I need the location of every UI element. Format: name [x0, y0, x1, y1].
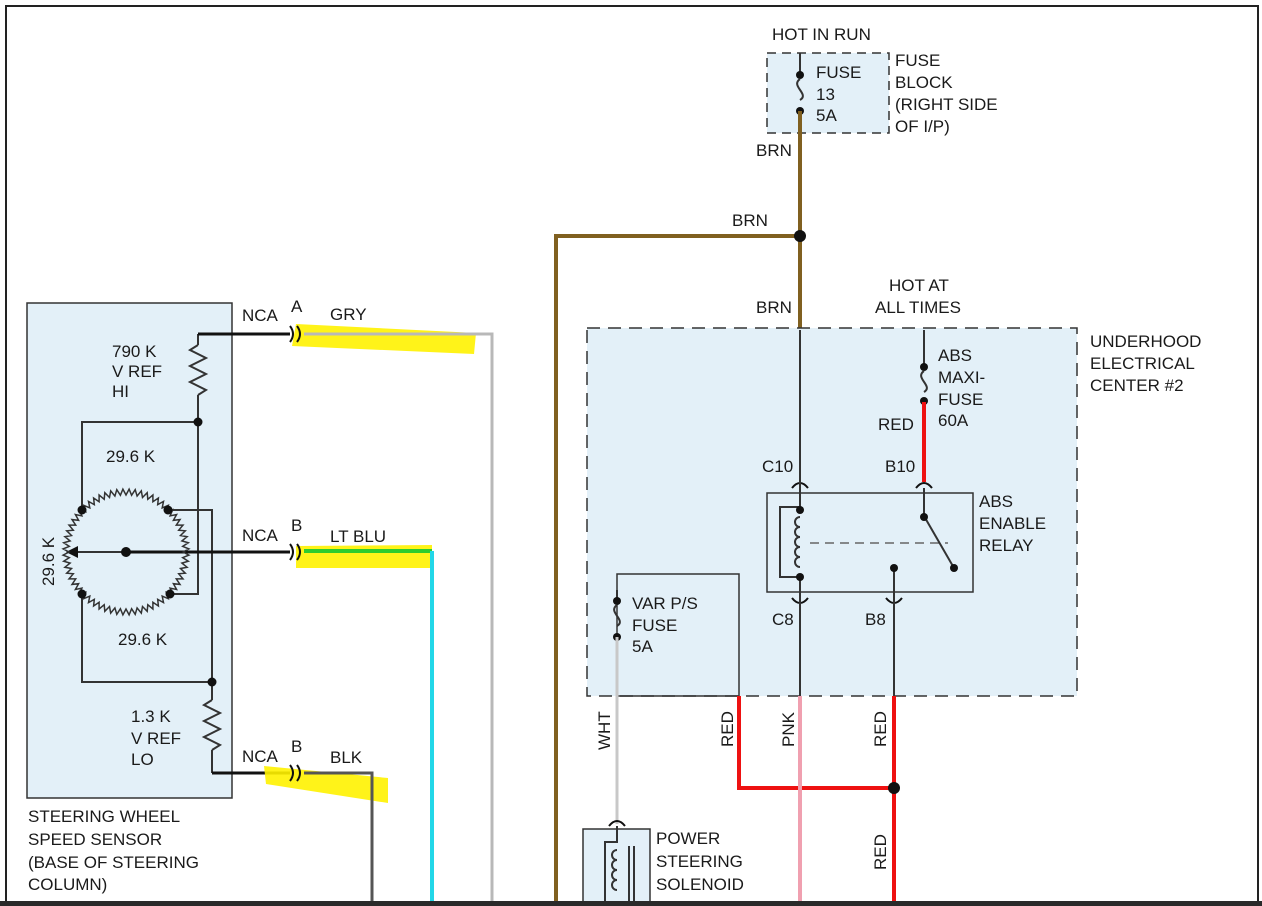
- connector-a: [289, 325, 301, 343]
- brn-splice: [794, 230, 806, 242]
- hot-at-all-times-1: HOT AT: [889, 276, 949, 295]
- pin-b-label: B: [291, 516, 302, 535]
- brn-label-2: BRN: [732, 211, 768, 230]
- hot-in-run-label: HOT IN RUN: [772, 25, 871, 44]
- gear-node-ll: [77, 589, 87, 599]
- underhood-label-1: UNDERHOOD: [1090, 332, 1201, 351]
- sensor-label-1: STEERING WHEEL: [28, 807, 180, 826]
- sensor-center-dot: [121, 547, 131, 557]
- pin-b2-label: B: [291, 737, 302, 756]
- switch-node-contact: [950, 564, 958, 572]
- wht-label: WHT: [595, 711, 614, 750]
- maxi-label-1: ABS: [938, 346, 972, 365]
- switch-node-b8: [890, 564, 898, 572]
- solenoid-terminal: [608, 820, 626, 827]
- fuse-13-text-2: 13: [816, 85, 835, 104]
- connector-b2: [289, 764, 301, 782]
- connector-b: [289, 543, 301, 561]
- r-lo-label-3: LO: [131, 750, 154, 769]
- fuse-block-label-1: FUSE: [895, 51, 940, 70]
- blk-label: BLK: [330, 748, 363, 767]
- fuse-13-text-1: FUSE: [816, 63, 861, 82]
- relay-label-1: ABS: [979, 492, 1013, 511]
- bottom-edge: [0, 901, 1262, 906]
- highlight-blk: [264, 766, 388, 803]
- highlight-lt-blu: [296, 545, 432, 568]
- var-ps-label-3: 5A: [632, 637, 653, 656]
- gear-node-lr: [165, 589, 175, 599]
- brn-wire-branch: [554, 234, 800, 906]
- gear-node-ur: [163, 505, 173, 515]
- pin-a-label: A: [291, 297, 303, 316]
- red-label-2: RED: [718, 711, 737, 747]
- maxi-label-4: 60A: [938, 411, 969, 430]
- r-hi-label-3: HI: [112, 382, 129, 401]
- red-label-1: RED: [878, 415, 914, 434]
- red-splice: [888, 782, 900, 794]
- underhood-label-2: ELECTRICAL: [1090, 354, 1195, 373]
- nca-b-label: NCA: [242, 526, 279, 545]
- fuse-block-label-3: (RIGHT SIDE: [895, 95, 998, 114]
- switch-node-top: [920, 513, 928, 521]
- b10-label: B10: [885, 457, 915, 476]
- sensor-node-top: [193, 417, 203, 427]
- hot-at-all-times-2: ALL TIMES: [875, 298, 961, 317]
- c8-label: C8: [772, 610, 794, 629]
- nca-b2-label: NCA: [242, 747, 279, 766]
- b8-label: B8: [865, 610, 886, 629]
- blk-wire: [304, 771, 374, 906]
- var-ps-label-1: VAR P/S: [632, 594, 698, 613]
- c10-label: C10: [762, 457, 793, 476]
- red-label-4: RED: [871, 834, 890, 870]
- coil-node-top: [796, 506, 804, 514]
- r-bottom-label: 29.6 K: [118, 630, 168, 649]
- nca-a-label: NCA: [242, 306, 279, 325]
- relay-label-3: RELAY: [979, 536, 1034, 555]
- sensor-node-bottom: [207, 677, 217, 687]
- sensor-label-3: (BASE OF STEERING: [28, 853, 199, 872]
- r-lo-label-2: V REF: [131, 729, 181, 748]
- r-lo-label-1: 1.3 K: [131, 707, 171, 726]
- gry-label: GRY: [330, 305, 367, 324]
- sensor-label-4: COLUMN): [28, 875, 107, 894]
- red-label-3: RED: [871, 711, 890, 747]
- solenoid-label-1: POWER: [656, 829, 720, 848]
- sensor-internal-wiring: [70, 334, 223, 773]
- brn-label-1: BRN: [756, 141, 792, 160]
- lt-blu-label: LT BLU: [330, 527, 386, 546]
- sensor-gear-resistor: [61, 487, 191, 617]
- highlight-gry: [292, 324, 476, 354]
- wiper-arrow: [66, 546, 78, 558]
- fuse-13-text-3: 5A: [816, 106, 837, 125]
- pnk-label: PNK: [779, 711, 798, 747]
- gear-node-ul: [77, 505, 87, 515]
- solenoid-coil: [604, 826, 635, 906]
- solenoid-label-2: STEERING: [656, 852, 743, 871]
- maxi-label-2: MAXI-: [938, 368, 985, 387]
- var-ps-label-2: FUSE: [632, 616, 677, 635]
- fuse-block-box: [766, 52, 890, 134]
- sensor-label-2: SPEED SENSOR: [28, 830, 162, 849]
- relay-switch: [893, 488, 955, 598]
- underhood-label-3: CENTER #2: [1090, 376, 1184, 395]
- brn-label-3: BRN: [756, 298, 792, 317]
- r-hi-label-2: V REF: [112, 362, 162, 381]
- r-left-label: 29.6 K: [39, 536, 58, 586]
- solenoid-label-3: SOLENOID: [656, 875, 744, 894]
- relay-label-2: ENABLE: [979, 514, 1046, 533]
- coil-node-bottom: [796, 573, 804, 581]
- r-top-label: 29.6 K: [106, 447, 156, 466]
- gry-wire: [304, 332, 494, 906]
- fuse-block-label-2: BLOCK: [895, 73, 953, 92]
- maxi-label-3: FUSE: [938, 390, 983, 409]
- red-wire-var-ps: [737, 696, 894, 790]
- fuse-block-label-4: OF I/P): [895, 117, 950, 136]
- r-hi-label-1: 790 K: [112, 342, 157, 361]
